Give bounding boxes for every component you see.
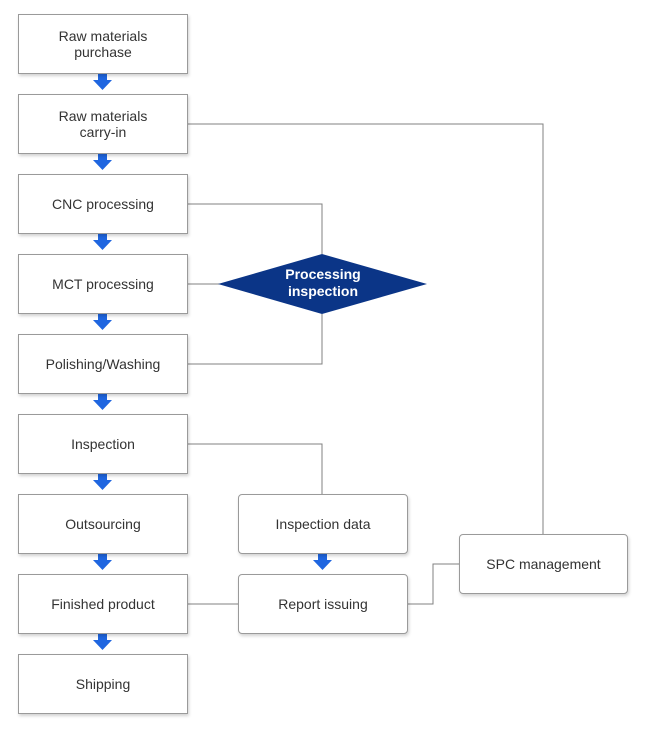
- step-raw-materials-carry-in: Raw materials carry-in: [18, 94, 188, 154]
- step-label: Polishing/Washing: [45, 356, 161, 372]
- step-mct-processing: MCT processing: [18, 254, 188, 314]
- flow-arrows: [93, 73, 332, 650]
- step-cnc-processing: CNC processing: [18, 174, 188, 234]
- connector-polishing-decision: [187, 314, 323, 365]
- spc-management-label: SPC management: [486, 556, 601, 572]
- step-label: MCT processing: [52, 276, 154, 292]
- flow-arrow-6: [93, 473, 112, 490]
- inspection-data-label: Inspection data: [275, 516, 371, 532]
- step-shipping: Shipping: [18, 654, 188, 714]
- flow-arrow-3: [93, 233, 112, 250]
- step-label: Outsourcing: [65, 516, 141, 532]
- step-label: Inspection: [71, 436, 135, 452]
- flow-arrow-5: [93, 393, 112, 410]
- spc-management-box: SPC management: [459, 534, 628, 594]
- step-inspection: Inspection: [18, 414, 188, 474]
- connector-inspection-data: [187, 443, 323, 494]
- flow-arrow-4: [93, 313, 112, 330]
- step-label: Finished product: [51, 596, 155, 612]
- step-label: Shipping: [75, 676, 131, 692]
- flow-arrow-2: [93, 153, 112, 170]
- processing-inspection-label: Processing inspection: [285, 266, 361, 299]
- connector-report-spc: [407, 563, 459, 605]
- flow-arrow-7: [93, 553, 112, 570]
- flow-arrow-8: [93, 633, 112, 650]
- processing-inspection-diamond: [218, 254, 427, 314]
- report-issuing-box: Report issuing: [238, 574, 408, 634]
- inspection-data-box: Inspection data: [238, 494, 408, 554]
- step-label: CNC processing: [52, 196, 154, 212]
- step-raw-materials-purchase: Raw materials purchase: [18, 14, 188, 74]
- step-label: Raw materials carry-in: [58, 108, 148, 140]
- report-issuing-label: Report issuing: [278, 596, 368, 612]
- connector-carryin-spc: [187, 123, 544, 534]
- step-outsourcing: Outsourcing: [18, 494, 188, 554]
- step-label: Raw materials purchase: [58, 28, 148, 60]
- flow-arrow-1: [93, 73, 112, 90]
- step-finished-product: Finished product: [18, 574, 188, 634]
- connector-cnc-decision: [187, 203, 323, 254]
- flow-arrow-data-report: [313, 553, 332, 570]
- step-polishing-washing: Polishing/Washing: [18, 334, 188, 394]
